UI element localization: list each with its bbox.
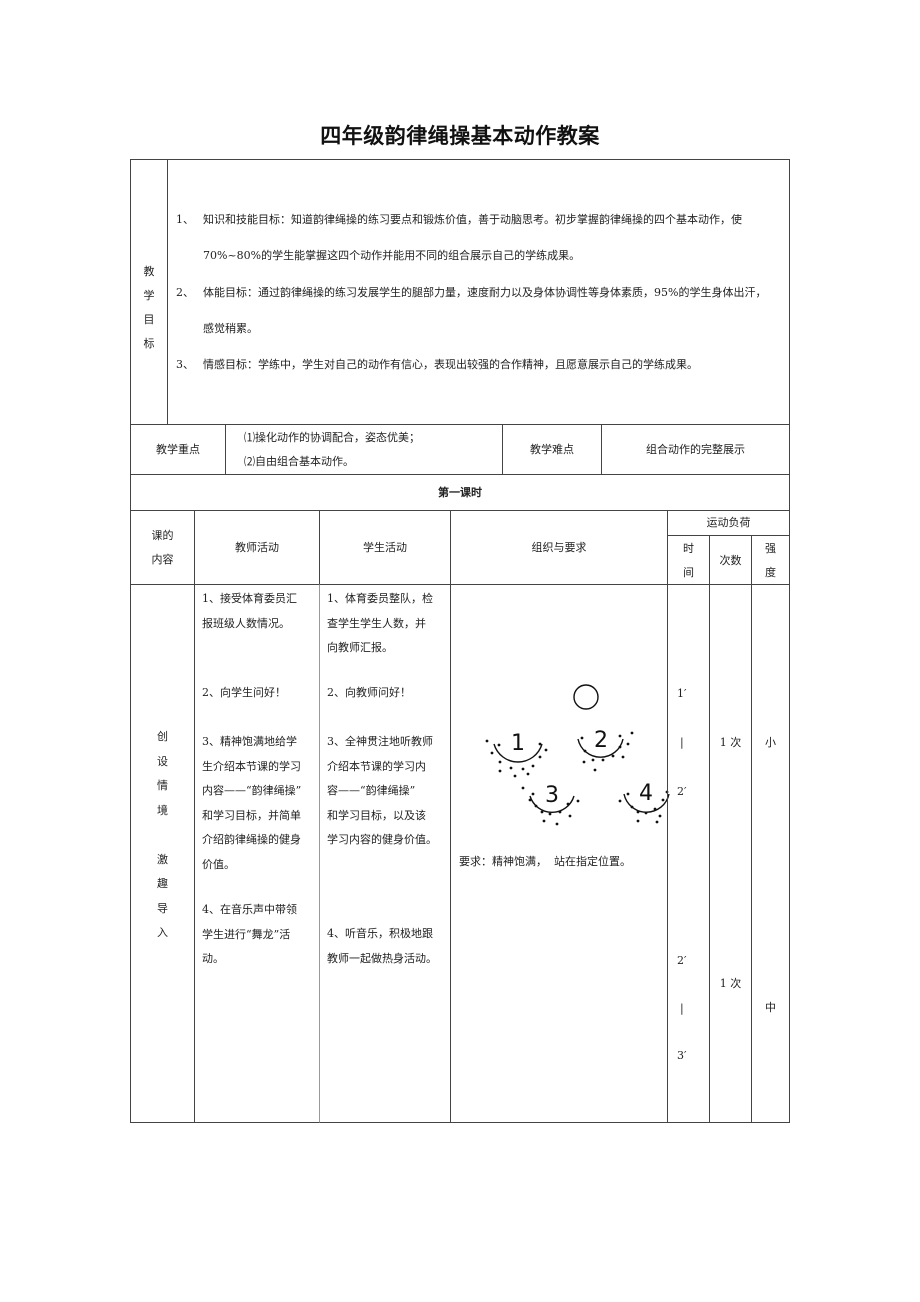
intensity-cell xyxy=(751,584,790,1123)
objectives-label-cell: 教 学 目 标 xyxy=(130,159,168,425)
teacher-activity-3: 3、精神饱满地给学 生介绍本节课的学习 内容——“韵律绳操” 和学习目标，并简单… xyxy=(202,735,302,871)
objective-1-line-2: 70%~80%的学生能掌握这四个动作并能用不同的组合展示自己的学练成果。 xyxy=(203,249,581,262)
header-content-line-2: 内容 xyxy=(151,553,174,566)
load-2-count: 1 次 xyxy=(719,977,742,990)
teacher-activity-1: 1、接受体育委员汇 报班级人数情况。 xyxy=(202,592,297,630)
load-2-time-start: 2′ xyxy=(677,954,687,967)
objective-2-line-1: 体能目标：通过韵律绳操的练习发展学生的腿部力量，速度耐力以及身体协调性等身体素质… xyxy=(203,286,767,299)
header-time-cell: 时 间 xyxy=(667,535,710,585)
document-title: 四年级韵律绳操基本动作教案 xyxy=(320,124,600,148)
header-content-line-1: 课的 xyxy=(151,529,174,542)
load-2-intensity: 中 xyxy=(765,1001,776,1014)
header-intensity-cell: 强 度 xyxy=(751,535,790,585)
section-title: 第一课时 xyxy=(438,486,482,499)
header-time-line-2: 间 xyxy=(683,566,694,579)
objective-3-num: 3、 xyxy=(176,358,194,371)
key-point-1: ⑴操化动作的协调配合，姿态优美； xyxy=(244,431,420,444)
objectives-label: 教 学 目 标 xyxy=(143,265,155,350)
student-activity-3: 3、全神贯注地听教师 介绍本节课的学习内 容——“韵律绳操” 和学习目标，以及该… xyxy=(327,735,437,846)
teacher-activity-2: 2、向学生问好！ xyxy=(202,686,286,699)
load-1-time-start: 1′ xyxy=(677,687,687,700)
student-activity-2: 2、向教师问好！ xyxy=(327,686,411,699)
organization-requirement: 要求：精神饱满， 站在指定位置。 xyxy=(459,855,631,868)
student-activities-cell xyxy=(319,584,451,1123)
key-point-2: ⑵自由组合基本动作。 xyxy=(244,455,354,468)
section-title-cell: 第一课时 xyxy=(130,474,790,511)
organization-cell xyxy=(450,584,668,1123)
content-label-cell: 创 设 情 境 激 趣 导 入 xyxy=(130,584,195,1123)
time-cell xyxy=(667,584,710,1123)
load-1-time-end: 2′ xyxy=(677,785,687,798)
student-activity-1: 1、体育委员整队，检 查学生学生人数，并 向教师汇报。 xyxy=(327,592,433,654)
header-intensity-line-2: 度 xyxy=(765,566,776,579)
objective-2-num: 2、 xyxy=(176,286,194,299)
header-count-cell: 次数 xyxy=(709,535,752,585)
group-2-label: 2 xyxy=(594,728,608,753)
difficulty-value-cell: 组合动作的完整展示 xyxy=(601,424,790,475)
key-points-label: 教学重点 xyxy=(156,443,200,456)
student-activity-4: 4、听音乐，积极地跟 教师一起做热身活动。 xyxy=(327,927,437,965)
header-load-cell: 运动负荷 xyxy=(667,510,790,536)
header-load: 运动负荷 xyxy=(706,516,751,529)
header-student-cell: 学生活动 xyxy=(319,510,451,585)
load-2-time-sep: | xyxy=(680,1002,684,1015)
objective-1-num: 1、 xyxy=(176,213,194,226)
header-student: 学生活动 xyxy=(363,541,407,554)
formation-diagram: 1 2 3 4 xyxy=(485,684,670,826)
difficulty-label-cell: 教学难点 xyxy=(502,424,602,475)
content-label: 创 设 情 境 激 趣 导 入 xyxy=(157,730,168,939)
count-cell xyxy=(709,584,752,1123)
teacher-activity-4: 4、在音乐声中带领 学生进行“舞龙”活 动。 xyxy=(202,903,297,965)
group-4-label: 4 xyxy=(639,781,653,806)
load-2-time-end: 3′ xyxy=(677,1049,687,1062)
objective-2-line-2: 感觉稍累。 xyxy=(203,322,258,335)
group-3-label: 3 xyxy=(545,783,559,808)
load-1-count: 1 次 xyxy=(719,736,742,749)
load-1-intensity: 小 xyxy=(765,736,776,749)
header-intensity-line-1: 强 xyxy=(765,542,776,555)
difficulty-label: 教学难点 xyxy=(530,443,574,456)
header-teacher-cell: 教师活动 xyxy=(194,510,320,585)
key-points-value-cell: ⑴操化动作的协调配合，姿态优美； ⑵自由组合基本动作。 xyxy=(225,424,503,475)
header-organization-cell: 组织与要求 xyxy=(450,510,668,585)
header-count: 次数 xyxy=(719,554,742,567)
header-content-cell: 课的 内容 xyxy=(130,510,195,585)
header-teacher: 教师活动 xyxy=(235,541,279,554)
group-1-label: 1 xyxy=(511,731,525,756)
load-1-time-sep: | xyxy=(680,736,684,749)
teacher-position-icon xyxy=(573,684,599,710)
objective-1-line-1: 知识和技能目标：知道韵律绳操的练习要点和锻炼价值，善于动脑思考。初步掌握韵律绳操… xyxy=(203,213,742,226)
header-time-line-1: 时 xyxy=(683,542,694,555)
header-organization: 组织与要求 xyxy=(531,541,587,554)
key-points-label-cell: 教学重点 xyxy=(130,424,226,475)
objective-3-line-1: 情感目标：学练中，学生对自己的动作有信心，表现出较强的合作精神，且愿意展示自己的… xyxy=(203,358,698,371)
difficulty-value: 组合动作的完整展示 xyxy=(646,443,745,456)
